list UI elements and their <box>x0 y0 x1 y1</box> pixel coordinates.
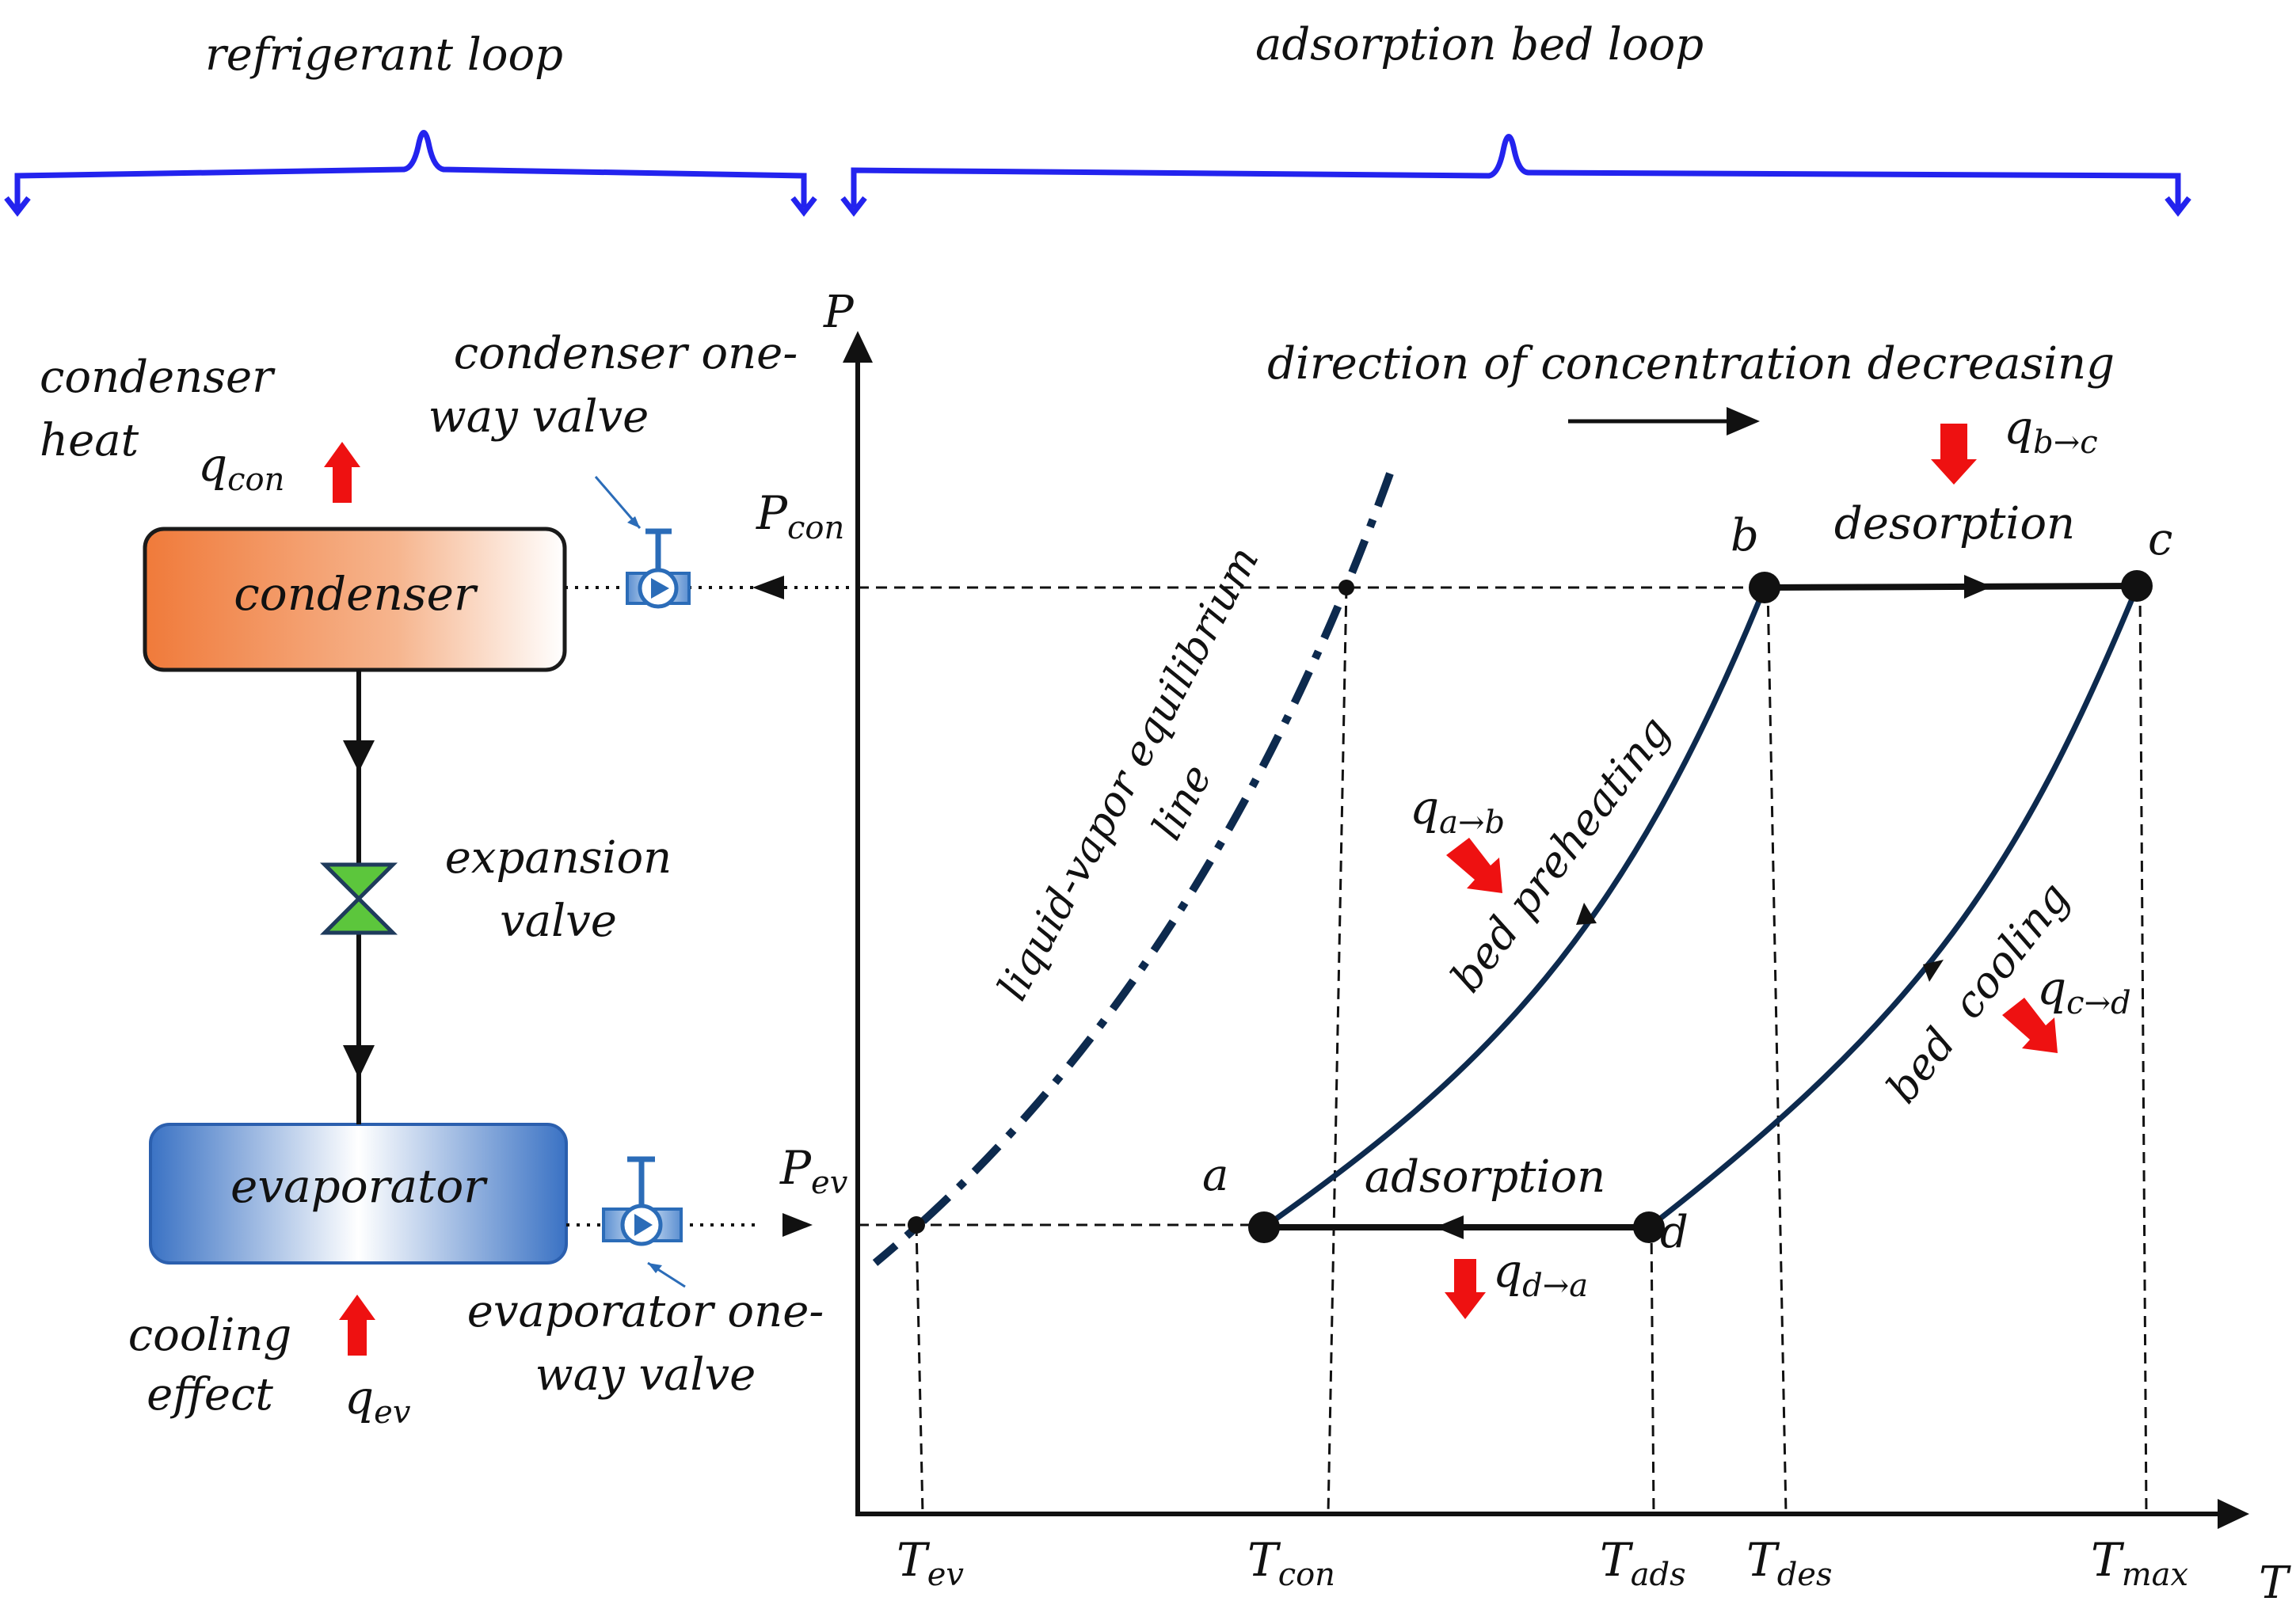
p-con-label: Pcon <box>756 486 844 546</box>
cooling-effect-label-line1: cooling <box>128 1310 292 1361</box>
adsorption-bed-loop-label: adsorption bed loop <box>1255 19 1704 70</box>
x-axis-label: T <box>2259 1557 2291 1609</box>
p-con-arrow-icon <box>752 576 784 599</box>
flow-arrow-down <box>343 1045 375 1078</box>
y-axis-arrow <box>843 331 873 363</box>
guide-lines <box>858 586 2148 1515</box>
state-point-c <box>2121 570 2153 602</box>
flow-arrow-down <box>343 740 375 772</box>
condenser-box <box>143 527 567 672</box>
point-d-label: d <box>1660 1207 1689 1258</box>
cooling-direction-arrow <box>1923 960 1944 982</box>
condenser-valve-label-line1: condenser one- <box>454 328 798 379</box>
q-bc-heat-arrow <box>1931 424 1977 485</box>
t-con-guide <box>1327 587 1348 1515</box>
adsorption-direction-arrow <box>1435 1215 1464 1239</box>
state-point-a <box>1248 1211 1280 1243</box>
condenser-valve-label-line2: way valve <box>428 391 649 443</box>
desorption-line <box>1764 583 2138 591</box>
point-b-label: b <box>1731 510 1759 561</box>
evaporator-valve-pointer-head <box>648 1263 662 1273</box>
condenser-valve-pointer-head <box>627 516 640 528</box>
q-ab-heat-arrow <box>1446 838 1502 893</box>
condenser-one-way-valve-icon <box>626 528 691 609</box>
equilibrium-line-label: liquid-vapor equilibrium line <box>989 539 1269 1008</box>
t-con-label: Tcon <box>1247 1533 1335 1593</box>
t-max-guide <box>2138 587 2148 1515</box>
equilibrium-point-pev <box>908 1216 925 1234</box>
q-da-heat-arrow <box>1445 1259 1486 1319</box>
q-cd-heat-arrow <box>2002 998 2058 1053</box>
t-ads-guide <box>1650 1224 1655 1515</box>
liquid-vapor-equilibrium-line <box>872 472 1394 1266</box>
p-ev-label: Pev <box>779 1141 848 1201</box>
evaporator-valve-label-line1: evaporator one- <box>467 1286 824 1337</box>
y-axis-label: P <box>823 287 855 338</box>
condenser-heat-label-line1: condenser <box>40 352 276 403</box>
expansion-valve-label-line2: valve <box>500 896 617 947</box>
t-max-label: Tmax <box>2091 1533 2188 1593</box>
q-ab-label: qa→b <box>1410 781 1505 841</box>
q-bc-label: qb→c <box>2004 401 2098 461</box>
condenser-label: condenser <box>234 567 478 621</box>
preheating-direction-arrow <box>1576 903 1597 925</box>
bed-preheating-curve <box>1262 586 1768 1230</box>
q-ev-label: qev <box>345 1371 411 1431</box>
condenser-heat-label-line2: heat <box>40 415 139 466</box>
bed-cooling-curve <box>1647 586 2140 1230</box>
evaporator-one-way-valve-icon <box>602 1156 683 1246</box>
desorption-label: desorption <box>1834 498 2075 550</box>
x-axis-arrow <box>2218 1499 2249 1529</box>
desorption-direction-arrow <box>1964 575 1992 599</box>
q-con-label: qcon <box>198 438 284 498</box>
t-des-guide <box>1766 587 1788 1515</box>
t-ev-label: Tev <box>897 1533 964 1593</box>
concentration-direction-arrow-icon <box>1727 407 1760 435</box>
q-cd-label: qc→d <box>2037 961 2131 1021</box>
q-da-label: qd→a <box>1493 1244 1588 1304</box>
state-point-b <box>1749 572 1780 603</box>
expansion-valve-icon <box>319 862 398 935</box>
t-ev-guide <box>915 1224 924 1515</box>
evaporator-valve-label-line2: way valve <box>535 1349 756 1401</box>
adsorption-bed-loop-brace <box>840 134 2191 217</box>
refrigerant-loop-brace <box>4 130 817 217</box>
equilibrium-line-label-line1: liquid-vapor equilibrium <box>989 539 1269 1008</box>
t-ads-label: Tads <box>1600 1533 1686 1593</box>
refrigerant-loop-label: refrigerant loop <box>205 29 563 81</box>
evaporator-label: evaporator <box>230 1159 488 1213</box>
cooling-effect-label-line2: effect <box>147 1369 273 1421</box>
point-a-label: a <box>1202 1150 1228 1201</box>
q-ev-heat-arrow <box>339 1295 375 1356</box>
adsorption-label: adsorption <box>1365 1151 1606 1203</box>
q-con-heat-arrow <box>324 442 360 503</box>
point-c-label: c <box>2148 514 2172 565</box>
p-ev-arrow-icon <box>782 1213 813 1237</box>
concentration-direction-label: direction of concentration decreasing <box>1267 338 2115 390</box>
t-des-label: Tdes <box>1746 1533 1833 1593</box>
expansion-valve-label-line1: expansion <box>445 832 672 884</box>
state-point-d <box>1633 1211 1665 1243</box>
equilibrium-point-pcon <box>1338 580 1354 595</box>
